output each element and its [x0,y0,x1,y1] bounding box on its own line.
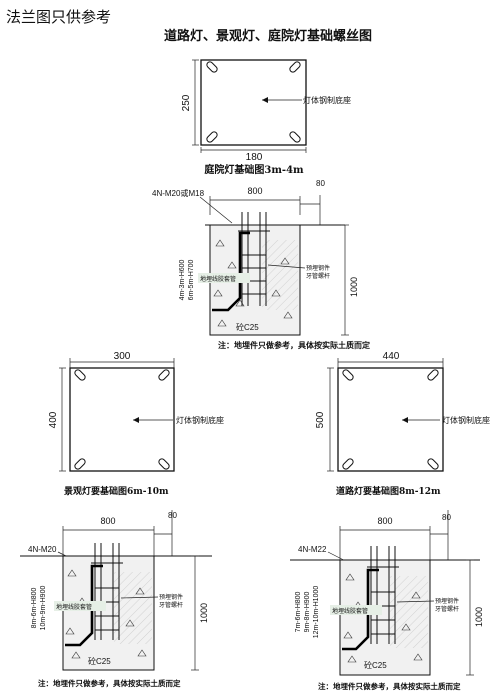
side-label-2: 10m-9m-H900 [40,586,47,631]
main-title: 道路灯、景观灯、庭院灯基础螺丝图 [164,28,372,44]
embed-label-1: 预埋钢件 [159,593,183,601]
plate-small-width: 180 [246,152,263,163]
plate-right-caption: 道路灯要基础图8m-12m [336,485,441,497]
concrete-label: 砼C25 [88,656,111,666]
height-dim: 1000 [199,603,209,623]
plate-right-height: 500 [315,411,326,428]
anchor-cage [367,546,399,644]
side-label-1: 8m-6m-H800 [31,587,38,628]
plate-left-callout: 灯体钢制底座 [176,415,224,425]
note: 注：地埋件只做参考，具体按实际土质而定 [318,681,461,691]
side-label-1: 7m-6m-H800 [295,591,302,632]
embed-label-1: 预埋钢件 [435,597,459,605]
plate-small: 250 180 灯体钢制底座 庭院灯基础图3m-4m [181,59,351,176]
conduit-pipe [212,231,250,312]
concrete-label: 砼C25 [236,322,259,332]
plate-right-callout: 灯体钢制底座 [442,415,490,425]
note: 注：地埋件只做参考，具体按实际土质而定 [218,340,370,350]
aggregate-marks [213,239,293,327]
height-dim: 1000 [349,277,359,297]
side-label-3: 12m-10m-H1000 [313,586,320,639]
foundation-top: 4N-M20或M18 800 80 [152,179,370,350]
bolt-label: 4N-M20 [28,545,57,554]
corner-note: 法兰图只供参考 [6,9,111,26]
plate-small-callout: 灯体钢制底座 [303,95,351,105]
conduit-label: 地埋线胶套管 [56,603,92,611]
plate-left-caption: 景观灯要基础图6m-10m [64,485,169,497]
embed-label-2: 牙管螺杆 [159,601,183,609]
plate-right-width: 440 [383,351,400,362]
width-dim: 800 [247,186,262,196]
bolt-label: 4N-M22 [298,545,327,554]
plate-left-height: 400 [48,411,59,428]
note: 注：地埋件只做参考，具体按实际土质而定 [38,678,181,688]
conduit-label: 地埋线胶套管 [200,275,236,283]
concrete-label: 砼C25 [364,660,387,670]
aggregate-marks [65,569,147,659]
width-dim: 800 [377,516,392,526]
plate-left-width: 300 [114,351,131,362]
bolt-label: 4N-M20或M18 [152,188,205,198]
foundation-right: 4N-M22 800 80 [290,510,484,691]
side-label-2: 9m-8m-H900 [304,591,311,632]
conduit-label: 地埋线胶套管 [332,607,368,615]
embed-label-1: 预埋钢件 [306,264,330,272]
offset-dim: 80 [316,179,325,188]
side-label-1: 4m-3m-H600 [179,259,186,300]
embed-label-2: 牙管螺杆 [306,272,330,280]
width-dim: 800 [100,516,115,526]
offset-dim: 80 [442,513,451,522]
plate-right: 440 500 灯体钢制底座 道路灯要基础图8m-12m [315,351,490,497]
side-label-2: 6m-5m-H700 [188,259,195,300]
foundation-left: 4N-M20 800 80 [20,510,212,688]
plate-small-height: 250 [181,94,192,111]
plate-small-caption: 庭院灯基础图3m-4m [204,163,304,176]
base-plate-square [200,59,307,146]
plate-left: 300 400 灯体钢制底座 景观灯要基础图6m-10m [48,351,224,497]
bolt-slots [206,61,301,143]
embed-label-2: 牙管螺杆 [435,605,459,613]
height-dim: 1000 [474,607,484,627]
offset-dim: 80 [168,511,177,520]
